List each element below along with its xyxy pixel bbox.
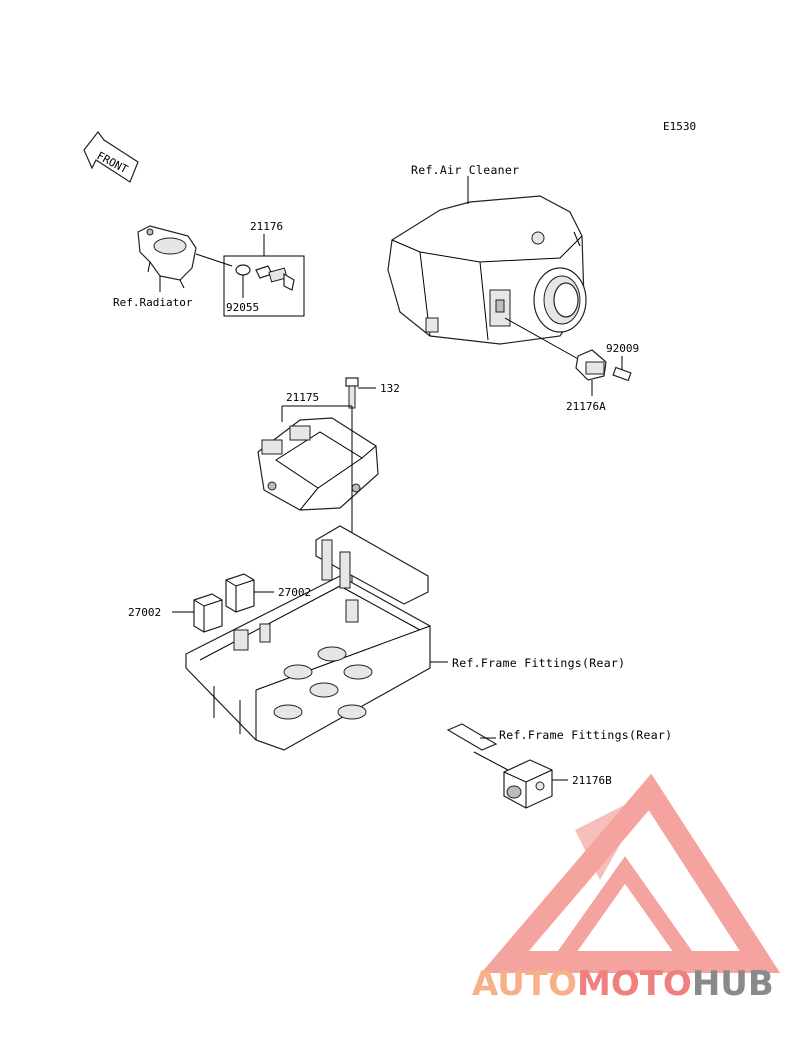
part-92055: 92055 xyxy=(226,301,259,314)
part-21176b: 21176B xyxy=(572,774,612,787)
sensor-21176 xyxy=(255,265,295,291)
part-21176a: 21176A xyxy=(566,400,606,413)
callout-frame-fittings-1: Ref.Frame Fittings(Rear) xyxy=(452,656,625,670)
radiator-housing xyxy=(137,225,197,289)
part-21175: 21175 xyxy=(286,391,319,404)
part-21176: 21176 xyxy=(250,220,283,233)
leader-radiator xyxy=(195,253,233,267)
part-27002-a: 27002 xyxy=(278,586,311,599)
watermark-logo xyxy=(481,773,781,973)
front-arrow: FRONT xyxy=(83,131,139,183)
diagram-code: E1530 xyxy=(663,120,696,133)
leader-sensor-21176a xyxy=(504,317,581,361)
sensor-21176a xyxy=(575,349,607,396)
part-27002-b: 27002 xyxy=(128,606,161,619)
ecu-21175 xyxy=(257,417,379,511)
bolt-132 xyxy=(345,377,359,409)
callout-radiator: Ref.Radiator xyxy=(113,296,193,309)
part-132: 132 xyxy=(380,382,400,395)
bracket-plate xyxy=(446,723,498,751)
watermark-auto: AUTO xyxy=(472,964,577,1004)
o-ring-92055 xyxy=(235,264,251,276)
callout-air-cleaner: Ref.Air Cleaner xyxy=(411,163,519,177)
air-cleaner xyxy=(387,195,587,345)
watermark-hub: HUB xyxy=(692,964,774,1004)
relay-27002-b xyxy=(193,593,223,633)
part-92009: 92009 xyxy=(606,342,639,355)
relay-27002-a xyxy=(225,573,255,613)
callout-frame-fittings-2: Ref.Frame Fittings(Rear) xyxy=(499,728,672,742)
group-21176 xyxy=(223,234,305,317)
bolt-92009 xyxy=(612,366,632,382)
mounting-tray xyxy=(185,525,431,751)
watermark-moto: MOTO xyxy=(577,964,692,1004)
sensor-21176b xyxy=(503,759,553,809)
leader-bracket-sensor xyxy=(473,751,509,771)
watermark-text: AUTOMOTOHUB xyxy=(472,964,774,1004)
